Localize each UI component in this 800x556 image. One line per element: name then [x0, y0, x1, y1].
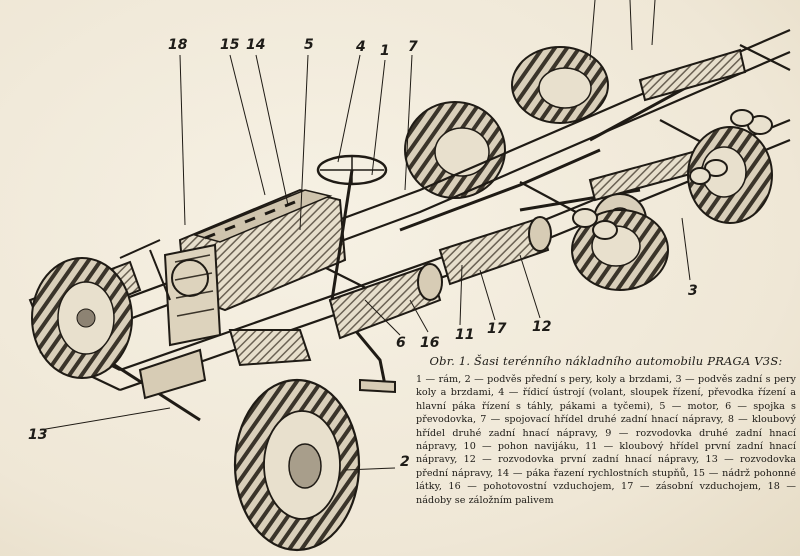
- callout-1: 1: [380, 43, 390, 59]
- callout-18: 18: [168, 37, 188, 53]
- callout-13: 13: [28, 427, 48, 443]
- front-wheel-left: [31, 257, 133, 379]
- rear-wheel-far-2: [404, 101, 506, 199]
- callout-15: 15: [220, 37, 240, 53]
- radiator: [163, 243, 222, 347]
- front-wheel-right: [233, 378, 361, 552]
- callout-7: 7: [408, 39, 418, 55]
- callout-3: 3: [688, 283, 698, 299]
- brake-drums: [572, 109, 773, 240]
- callout-11: 11: [455, 327, 475, 343]
- figure-caption: Obr. 1. Šasi terénního nákladního automo…: [416, 354, 796, 507]
- exhaust-parts: [119, 239, 396, 394]
- caption-legend-text: 1 — rám, 2 — podvěs přední s pery, koly …: [416, 374, 796, 506]
- callout-17: 17: [487, 321, 507, 337]
- rear-wheel-far-1: [511, 46, 609, 124]
- callout-12: 12: [532, 319, 552, 335]
- callout-6: 6: [396, 335, 406, 351]
- caption-title: Obr. 1. Šasi terénního nákladního automo…: [429, 354, 783, 368]
- air-tanks: [328, 216, 552, 340]
- callout-4: 4: [356, 39, 366, 55]
- callout-5: 5: [304, 37, 314, 53]
- callout-2: 2: [400, 454, 410, 470]
- leader-lines: [39, 0, 691, 471]
- callout-16: 16: [420, 335, 440, 351]
- callout-14: 14: [246, 37, 266, 53]
- steering-assembly: [316, 154, 388, 386]
